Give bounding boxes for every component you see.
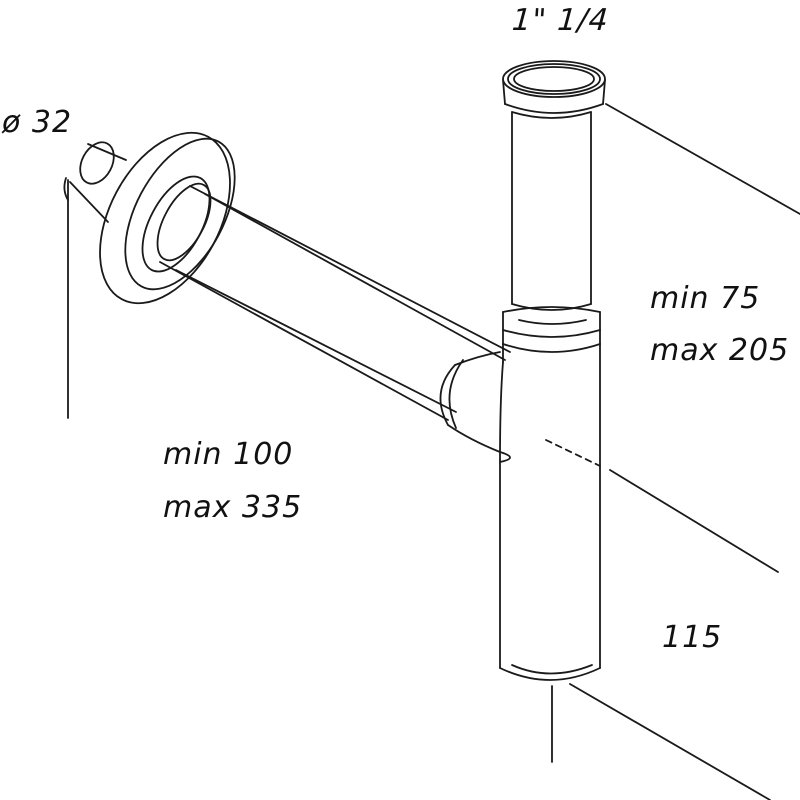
wall-pipe-max-label: max 335 bbox=[163, 490, 303, 525]
dimension-extension-lines bbox=[551, 103, 800, 800]
pipe-diameter-label: ø 32 bbox=[2, 105, 73, 140]
thread-size-label: 1" 1/4 bbox=[510, 3, 610, 38]
inlet-threaded-nut bbox=[502, 60, 606, 114]
horizontal-wall-pipe bbox=[159, 185, 511, 421]
inlet-tube bbox=[511, 111, 592, 305]
bottom-drop-label: 115 bbox=[662, 620, 723, 655]
bottle-body bbox=[499, 343, 601, 681]
wall-reference-line bbox=[63, 177, 69, 419]
hidden-axis-line bbox=[545, 439, 601, 467]
wall-pipe-stub bbox=[69, 141, 127, 223]
vertical-adjust-min-label: min 75 bbox=[650, 281, 761, 316]
wall-flange bbox=[99, 131, 236, 305]
vertical-adjust-max-label: max 205 bbox=[650, 333, 790, 368]
pipe-coupling-ring bbox=[439, 351, 501, 453]
slip-joint-collar bbox=[502, 303, 601, 353]
wall-pipe-min-label: min 100 bbox=[163, 437, 294, 472]
